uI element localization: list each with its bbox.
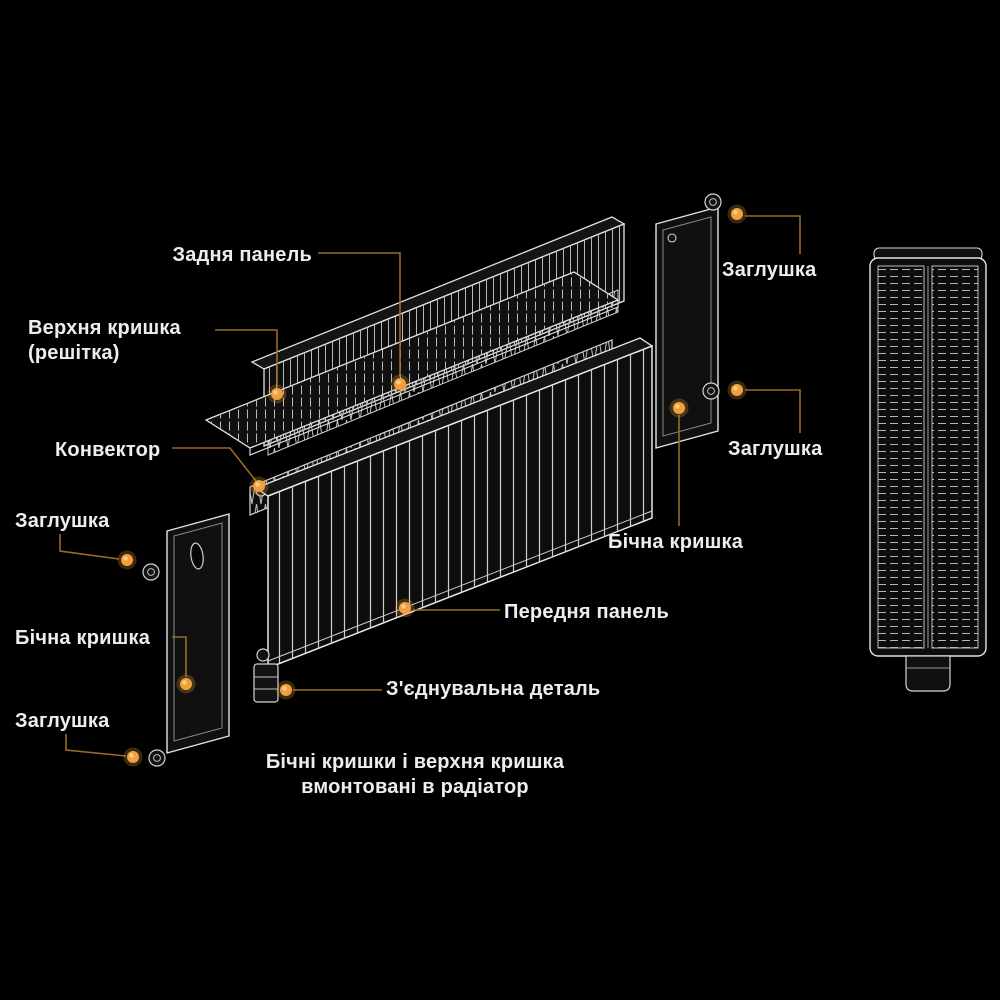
leader-back-panel (318, 252, 401, 377)
label-back-panel: Задня панель (172, 244, 312, 266)
top-grille-drawing (204, 271, 620, 456)
cross-section-panel-left (877, 265, 925, 649)
marker-connector (276, 680, 296, 700)
label-side-cover-right: Бічна кришка (608, 531, 744, 553)
side-cover-left-drawing (166, 513, 230, 754)
front-panel-drawing (254, 337, 654, 670)
top-grille-thickness (249, 300, 619, 456)
label-plug-right-mid: Заглушка (728, 438, 823, 460)
leader-top-cover (215, 329, 278, 387)
marker-side-cover-left (176, 674, 196, 694)
label-plug-left-top: Заглушка (15, 510, 110, 532)
label-convector: Конвектор (55, 439, 161, 461)
leader-lines (59, 215, 801, 757)
plug-left-bottom-part (148, 749, 166, 767)
marker-back-panel (390, 374, 410, 394)
leader-plug-left-top (59, 534, 120, 560)
side-cover-right-inner (662, 216, 712, 437)
cross-section-foot (905, 655, 951, 692)
marker-plug-right-top (727, 204, 747, 224)
side-cover-left-hole (190, 542, 204, 570)
marker-plug-left-bottom (123, 747, 143, 767)
leader-convector (172, 447, 257, 482)
marker-side-cover-right (669, 398, 689, 418)
top-grille-slots (206, 272, 618, 448)
marker-plug-left-top (117, 550, 137, 570)
plug-right-mid-part (702, 382, 720, 400)
side-cover-right-drawing (655, 206, 719, 449)
cross-section-panel-right (931, 265, 979, 649)
cross-section-drawing (869, 247, 987, 692)
marker-convector (249, 476, 269, 496)
side-cover-right-hole (667, 233, 677, 243)
leader-side-cover-left (172, 636, 187, 677)
side-cover-left-inner (173, 522, 223, 742)
label-side-cover-left: Бічна кришка (15, 627, 151, 649)
plug-right-top-part (704, 193, 722, 211)
front-panel-bottom-line (267, 510, 653, 662)
label-mounting-note: Бічні кришки і верхня кришка вмонтовані … (265, 751, 565, 799)
label-plug-left-bottom: Заглушка (15, 710, 110, 732)
leader-plug-right-top (745, 215, 801, 254)
label-connector: З'єднувальна деталь (386, 678, 601, 700)
marker-top-cover (267, 384, 287, 404)
front-panel-grooves (268, 346, 652, 668)
leader-plug-left-bottom (65, 734, 127, 757)
marker-front-panel (395, 598, 415, 618)
plug-left-top-part (142, 563, 160, 581)
label-front-panel: Передня панель (504, 601, 670, 623)
connector-part-drawing (253, 663, 279, 703)
marker-plug-right-mid (727, 380, 747, 400)
label-plug-right-top: Заглушка (722, 259, 817, 281)
label-top-cover: Верхня кришка (решітка) (28, 317, 181, 365)
leader-plug-right-mid (745, 389, 801, 433)
front-panel-valve-boss (256, 648, 270, 662)
side-cover-right-plate (655, 206, 719, 449)
side-cover-left-plate (166, 513, 230, 754)
